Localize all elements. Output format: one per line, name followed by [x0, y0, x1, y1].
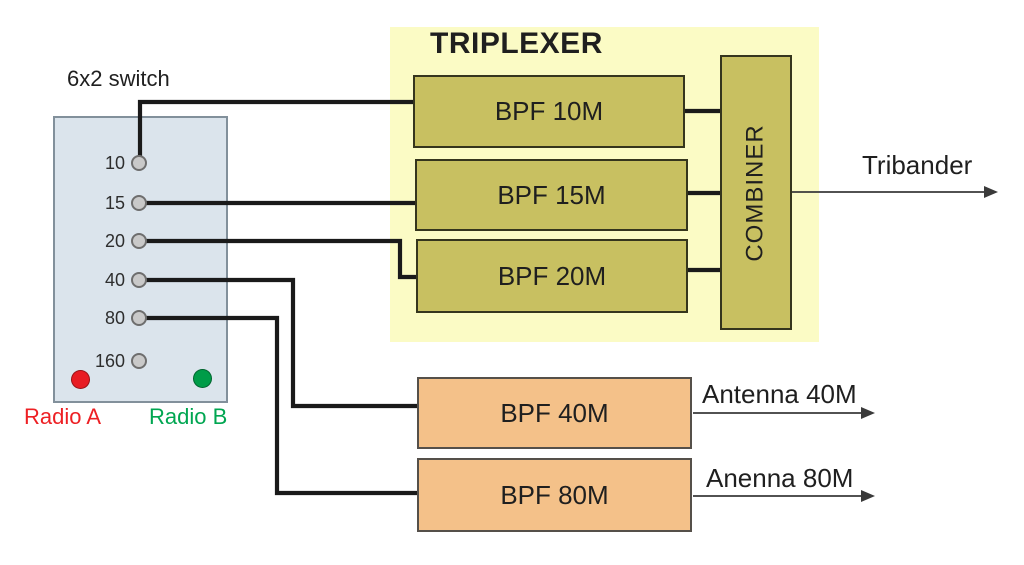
bpf-15m-box: BPF 15M	[415, 159, 688, 231]
switch-title: 6x2 switch	[67, 66, 170, 91]
port-socket-80-icon	[131, 310, 147, 326]
radio-a-led-icon	[71, 370, 90, 389]
bpf-20m-label: BPF 20M	[497, 260, 607, 291]
bpf-80m-box: BPF 80M	[417, 458, 692, 532]
port-label-10: 10	[104, 153, 125, 173]
wire-port20-to-bpf20m	[140, 238, 417, 280]
port-label-160: 160	[94, 351, 125, 371]
wire-port40-to-bpf40m	[140, 277, 418, 409]
port-label-20: 20	[104, 231, 125, 251]
antenna-40m-arrowhead-icon	[861, 407, 875, 419]
port-label-40: 40	[104, 270, 125, 290]
tribander-arrowhead-icon	[984, 186, 998, 198]
port-socket-160-icon	[131, 353, 147, 369]
port-label-80: 80	[104, 308, 125, 328]
wire-port80-to-bpf80m	[140, 315, 418, 496]
antenna-80m-label: Anenna 80M	[706, 463, 854, 493]
antenna-80m-arrowhead-icon	[861, 490, 875, 502]
wire-port10-to-bpf10m	[137, 99, 414, 163]
bpf-20m-box: BPF 20M	[416, 239, 688, 313]
antenna-40m-label: Antenna 40M	[702, 379, 857, 409]
radio-b-led-icon	[193, 369, 212, 388]
bpf-10m-label: BPF 10M	[494, 96, 604, 126]
triplexer-title: TRIPLEXER	[430, 27, 603, 60]
radio-b-label: Radio B	[149, 404, 228, 429]
bpf-10m-box: BPF 10M	[413, 75, 685, 148]
combiner-label: COMBINER	[742, 123, 769, 262]
bpf-15m-label: BPF 15M	[497, 179, 606, 210]
bpf-80m-label: BPF 80M	[500, 479, 609, 510]
port-socket-15-icon	[131, 195, 147, 211]
tribander-label: Tribander	[862, 150, 973, 180]
bpf-40m-box: BPF 40M	[417, 377, 692, 449]
combiner-box: COMBINER	[720, 55, 792, 330]
radio-a-label: Radio A	[24, 404, 102, 429]
port-socket-10-icon	[131, 155, 147, 171]
bpf-40m-label: BPF 40M	[500, 397, 609, 428]
port-socket-40-icon	[131, 272, 147, 288]
port-socket-20-icon	[131, 233, 147, 249]
port-label-15: 15	[104, 193, 125, 213]
